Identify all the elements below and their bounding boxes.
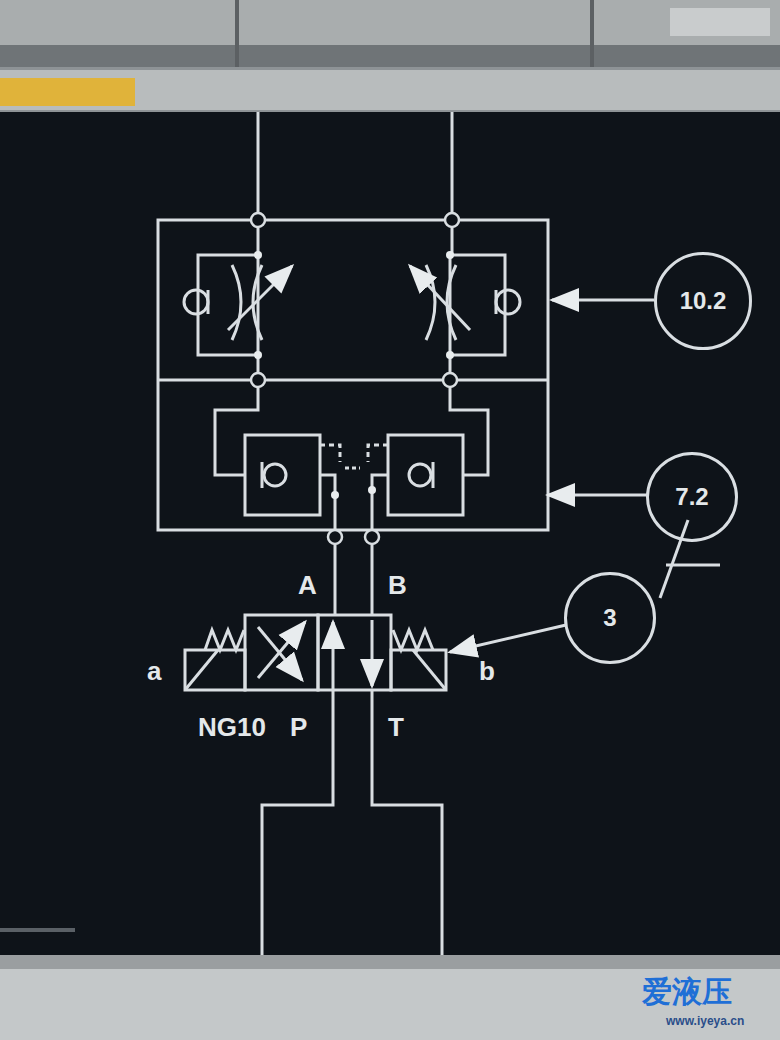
port-label: T: [388, 712, 404, 743]
callout-number: 10.2: [680, 287, 727, 315]
port-label: A: [298, 570, 317, 601]
callout-circle: 10.2: [654, 252, 752, 350]
callout-number: 3: [603, 604, 616, 632]
solenoid-label: b: [479, 656, 495, 687]
port-label: B: [388, 570, 407, 601]
callout-circle: 7.2: [646, 452, 738, 542]
port-label: P: [290, 712, 307, 743]
callout-number: 7.2: [675, 483, 708, 511]
watermark: www.iyeya.cn: [666, 1014, 744, 1028]
callout-circle: 3: [564, 572, 656, 664]
watermark: 爱液压: [642, 972, 732, 1013]
valve-size: NG10: [198, 712, 266, 743]
solenoid-label: a: [147, 656, 161, 687]
